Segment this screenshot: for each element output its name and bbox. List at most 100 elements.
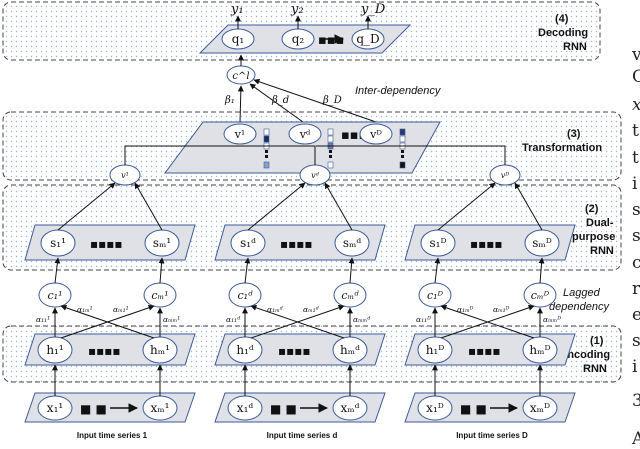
- h-node-1-label: h₁¹: [46, 343, 63, 357]
- decoding-name: Decoding: [538, 27, 588, 39]
- alpha-mm: αₘₘᵈ: [353, 315, 370, 324]
- side-char: v: [631, 45, 640, 65]
- c1-to-s1: [54, 257, 61, 284]
- side-char: c: [632, 253, 640, 273]
- c-node-1-label: c₁ᴰ: [427, 289, 444, 302]
- decoding-sub: RNN: [563, 41, 587, 53]
- input-groups: v¹ s₁¹ sₘ¹ ▪▪▪▪ c₁¹ cₘ¹ h₁¹ hₘ¹ ▪▪▪▪ α₁₁¹ α₁ₘ¹ αₘ₁¹…: [24, 145, 576, 440]
- h-node-m-label: hₘ¹: [150, 343, 170, 357]
- s1-to-v: [57, 182, 116, 231]
- decoder-ellipsis: ▪▪▪: [318, 33, 344, 48]
- alpha-1m: α₁ₘ¹: [77, 305, 93, 314]
- alpha-11: α₁₁ᵈ: [226, 315, 240, 324]
- x-ellipsis: ■ ■: [80, 402, 107, 416]
- c1-to-s1: [244, 257, 251, 284]
- sm-to-v: [514, 182, 543, 231]
- decoder-node-d: q_D: [351, 28, 385, 50]
- s-node-m-label: sₘᴰ: [532, 236, 552, 250]
- side-char: t: [632, 148, 639, 168]
- side-char: s: [632, 331, 640, 351]
- hm-to-c1: [440, 304, 535, 339]
- hm-to-c1: [60, 304, 155, 339]
- group-v-link: [245, 145, 316, 165]
- h-node-1-label: h₁ᴰ: [426, 343, 445, 357]
- c-node-m-label: cₘᴰ: [531, 289, 550, 302]
- vector-bar-d: [327, 128, 334, 169]
- side-char: r: [632, 279, 640, 299]
- x-ellipsis: ■ ■: [460, 402, 487, 416]
- sm-to-v: [324, 182, 353, 231]
- h-node-m-label: hₘᵈ: [340, 343, 360, 357]
- c-node-1-label: c₁¹: [48, 289, 63, 302]
- svg-text:vᴰ: vᴰ: [369, 128, 382, 141]
- side-char: C: [632, 67, 640, 87]
- h-node-m-label: hₘᴰ: [529, 343, 550, 357]
- dual-name3: RNN: [590, 245, 614, 257]
- alpha-m1: αₘ₁¹: [113, 305, 129, 314]
- group-v-label: vᵈ: [311, 171, 320, 180]
- hm-to-c1: [250, 304, 345, 339]
- side-char: x: [632, 95, 640, 115]
- c1-to-s1: [434, 257, 441, 284]
- transform-node-1: v¹: [223, 123, 257, 145]
- c-node-1-label: c₁ᵈ: [238, 289, 254, 302]
- c-node-m-label: cₘ¹: [151, 289, 168, 302]
- vector-bar-1: [263, 128, 270, 169]
- group-caption: Input time series d: [267, 431, 338, 440]
- alpha-1m: α₁ₘᴰ: [457, 305, 474, 314]
- svg-text:vᵈ: vᵈ: [299, 128, 311, 141]
- alpha-mm: αₘₘ¹: [163, 315, 180, 324]
- group-caption: Input time series D: [456, 431, 528, 440]
- encoding-name: Encoding: [560, 349, 610, 361]
- c-node-m-label: cₘᵈ: [341, 289, 359, 302]
- side-char: i: [632, 357, 638, 377]
- dual-num: (2): [585, 203, 599, 215]
- side-char: A: [631, 429, 640, 449]
- s-node-m-label: sₘ¹: [153, 236, 171, 250]
- s-node-1-label: s₁¹: [50, 236, 66, 250]
- group-v-link: [124, 145, 300, 165]
- encoding-num: (1): [590, 335, 604, 347]
- group-v-link: [316, 145, 506, 165]
- side-char: t: [632, 121, 639, 141]
- alpha-mm: αₘₘᴰ: [543, 315, 561, 324]
- side-char: 3: [632, 391, 640, 411]
- beta-1: β₁: [224, 95, 235, 106]
- x-ellipsis: ■ ■: [270, 402, 297, 416]
- svg-text:q₁: q₁: [232, 32, 245, 46]
- s-node-1-label: s₁ᴰ: [429, 236, 446, 250]
- x-node-m-label: xₘᵈ: [341, 401, 360, 415]
- h-node-1-label: h₁ᵈ: [236, 343, 254, 357]
- dual-name2: purpose: [572, 231, 615, 243]
- s-node-m-label: sₘᵈ: [343, 236, 362, 250]
- side-char: s: [632, 200, 640, 220]
- vector-bar-D: [399, 128, 406, 169]
- group-v-label: v¹: [121, 171, 129, 180]
- x-node-m-label: xₘ¹: [151, 401, 170, 415]
- s-ellipsis: ▪▪▪▪: [470, 237, 503, 251]
- s-ellipsis: ▪▪▪▪: [90, 237, 123, 251]
- transform-node-d: vᵈ: [288, 123, 322, 145]
- inter-dependency-label: Inter-dependency: [355, 85, 442, 97]
- x-node-m-label: xₘᴰ: [530, 401, 550, 415]
- s-ellipsis: ▪▪▪▪: [280, 237, 313, 251]
- side-char: i: [632, 174, 638, 194]
- side-char: s: [632, 226, 640, 246]
- output-yD: y_D: [360, 2, 386, 17]
- output-y2: y₂: [290, 2, 304, 17]
- svg-text:v¹: v¹: [234, 128, 246, 141]
- decoder-node-1: q₁: [221, 28, 255, 50]
- sm-to-v: [134, 182, 163, 231]
- cm-to-sm: [158, 257, 165, 284]
- lagged-label: Lagged: [563, 287, 601, 299]
- output-y1: y₁: [230, 2, 244, 17]
- transform-node-D: vᴰ: [359, 123, 393, 145]
- svg-text:c^l: c^l: [232, 71, 249, 82]
- svg-text:q₂: q₂: [292, 32, 305, 46]
- decoding-num: (4): [555, 13, 569, 25]
- alpha-11: α₁₁¹: [36, 315, 50, 324]
- dual-name1: Dual-: [586, 217, 614, 229]
